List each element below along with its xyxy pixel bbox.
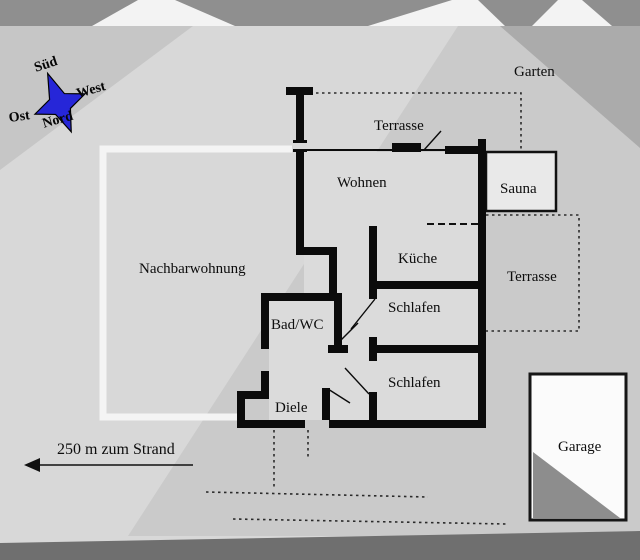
garage-shadow-triangle	[533, 452, 620, 518]
terrace-dotted-boundaries	[304, 92, 580, 332]
room-label-garten: Garten	[514, 64, 555, 80]
garage-outline	[528, 372, 628, 522]
beach-direction-arrow-icon	[24, 458, 193, 472]
room-label-sauna: Sauna	[500, 181, 537, 197]
room-label-schlafen-upper: Schlafen	[388, 300, 441, 316]
wall-layout	[237, 87, 486, 428]
room-label-diele: Diele	[275, 400, 308, 416]
room-label-kueche: Küche	[398, 251, 438, 267]
compass-rose-icon	[33, 71, 87, 134]
room-label-schlafen-lower: Schlafen	[388, 375, 441, 391]
room-label-nachbarwohnung: Nachbarwohnung	[139, 261, 246, 277]
room-label-wohnen: Wohnen	[337, 175, 387, 191]
beach-distance-note: 250 m zum Strand	[57, 441, 175, 458]
room-label-bad-wc: Bad/WC	[271, 317, 324, 333]
compass-label-ost: Ost	[7, 108, 31, 126]
door-swing-lines	[327, 130, 442, 404]
path-dotted-lines	[205, 430, 507, 525]
room-label-terrasse-right: Terrasse	[507, 269, 557, 285]
neighbor-apartment-outline	[99, 145, 292, 421]
room-label-terrasse-top: Terrasse	[374, 118, 424, 134]
room-label-garage: Garage	[558, 439, 602, 455]
